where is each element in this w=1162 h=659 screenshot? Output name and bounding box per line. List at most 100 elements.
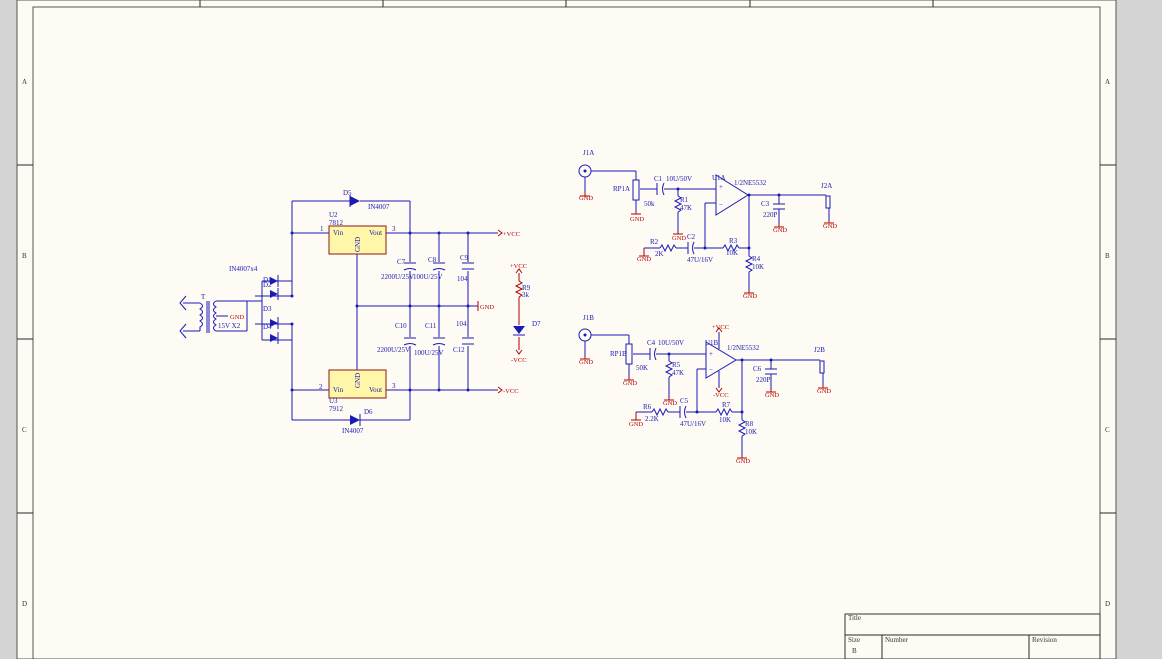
c1-ref: C1 [654, 175, 663, 183]
led-d7 [513, 326, 525, 334]
zone-left-c: C [22, 426, 27, 434]
c2-value: 47U/16V [687, 256, 713, 264]
diode-d3 [270, 319, 278, 327]
d7-ref: D7 [532, 320, 541, 328]
svg-text:+: + [719, 183, 723, 191]
u3-gnd: GND [354, 373, 362, 388]
c5-ref: C5 [680, 397, 689, 405]
rp1a-gnd: GND [630, 216, 644, 223]
size-value: B [852, 647, 857, 655]
c5-value: 47U/16V [680, 420, 706, 428]
column-dividers [199, 0, 934, 7]
r8-value: 10K [745, 428, 757, 436]
u3-pin-out: 3 [392, 382, 396, 390]
r1-ref: R1 [680, 196, 689, 204]
r7-value: 10K [719, 416, 731, 424]
c8-value: 100U/25V [413, 273, 443, 281]
d3-ref: D3 [263, 305, 272, 313]
u1a-ref: U1A [712, 174, 726, 182]
c11-value: 100U/25V [414, 349, 444, 357]
zone-right-c: C [1105, 426, 1110, 434]
d4-ref: D4 [263, 323, 272, 331]
r1-gnd: GND [672, 235, 686, 242]
c6-ref: C6 [753, 365, 762, 373]
c4-ref: C4 [647, 339, 656, 347]
j2a-gnd: GND [823, 223, 837, 230]
svg-text:−: − [719, 201, 723, 209]
gnd-net-label: GND [480, 304, 494, 311]
c7-value: 2200U/25V [381, 273, 414, 281]
transformer [199, 300, 247, 333]
r9-value: 3k [522, 291, 530, 299]
nvcc-net-label: -VCC [503, 388, 519, 395]
power-supply: T 15V X2 GND IN4007x4 D1 D2 D3 [179, 189, 541, 435]
u2-pin-in: 1 [320, 225, 324, 233]
d5-part: IN4007 [368, 203, 390, 211]
u1b-vcc: +VCC [712, 324, 729, 331]
diode-d6 [350, 415, 360, 425]
j1a-gnd: GND [579, 195, 593, 202]
rp1b-ref: RP1B [610, 350, 627, 358]
r2-ref: R2 [650, 238, 659, 246]
diode-d2 [270, 290, 278, 298]
c3-value: 220P [763, 211, 778, 219]
r5-value: 47K [672, 369, 684, 377]
zone-right-d: D [1105, 600, 1110, 608]
r2-value: 2K [655, 250, 664, 258]
c6-value: 220P [756, 376, 771, 384]
u3-part: 7912 [329, 405, 344, 413]
number-label: Number [885, 636, 909, 644]
zone-right-b: B [1105, 252, 1110, 260]
u1b-ref: U1B [705, 339, 719, 347]
d1-ref: D1 [263, 276, 272, 284]
u3-vout: Vout [369, 386, 382, 394]
junction-dots [290, 231, 470, 392]
c9-value: 104 [457, 275, 468, 283]
j2b-gnd: GND [817, 388, 831, 395]
u2-gnd: GND [354, 237, 362, 252]
r3-ref: R3 [729, 237, 738, 245]
r4-gnd: GND [743, 293, 757, 300]
u1b-nvcc: -VCC [713, 392, 729, 399]
j2b-ref: J2B [814, 346, 825, 354]
j1b-gnd: GND [579, 359, 593, 366]
bridge-diodes [270, 277, 278, 342]
channel-b: +VCC -VCC GND GND GND GND GND GND GND + … [578, 314, 831, 465]
u1b-part: 1/2NE5532 [727, 344, 760, 352]
r6-value: 2.2K [645, 415, 659, 423]
sheet-inner-border [32, 6, 1101, 659]
c10-value: 2200U/25V [377, 346, 410, 354]
c1-value: 10U/50V [666, 175, 692, 183]
regulator-u3 [328, 369, 387, 399]
u2-ref: U2 [329, 211, 338, 219]
c12-ref: C12 [453, 346, 465, 354]
row-dividers [17, 164, 1116, 514]
zone-left-b: B [22, 252, 27, 260]
transformer-ref: T [201, 293, 206, 301]
r1-value: 47K [680, 204, 692, 212]
svg-text:+: + [709, 350, 713, 358]
d6-part: IN4007 [342, 427, 364, 435]
led-vcc: +VCC [510, 263, 527, 270]
c12-value: 104 [456, 320, 467, 328]
r7-ref: R7 [722, 401, 731, 409]
u3-pin-in: 2 [319, 383, 323, 391]
diode-d1 [270, 277, 278, 285]
filter-capacitors [403, 262, 474, 346]
r2-gnd: GND [637, 256, 651, 263]
u2-pin-out: 3 [392, 225, 396, 233]
transformer-gnd-tap: GND [230, 314, 244, 321]
c10-ref: C10 [395, 322, 407, 330]
zone-left-a: A [22, 78, 27, 86]
zone-left-d: D [22, 600, 27, 608]
u3-vin: Vin [333, 386, 344, 394]
led-indicator [514, 268, 524, 355]
u1a-part: 1/2NE5532 [734, 179, 767, 187]
r9-ref: R9 [522, 284, 531, 292]
zone-right-a: A [1105, 78, 1110, 86]
r6-gnd: GND [629, 421, 643, 428]
vcc-net-label: +VCC [503, 231, 520, 238]
channel-a: GND GND GND GND GND GND GND + − J1A RP1A… [578, 149, 837, 300]
r3-value: 10K [726, 249, 738, 257]
